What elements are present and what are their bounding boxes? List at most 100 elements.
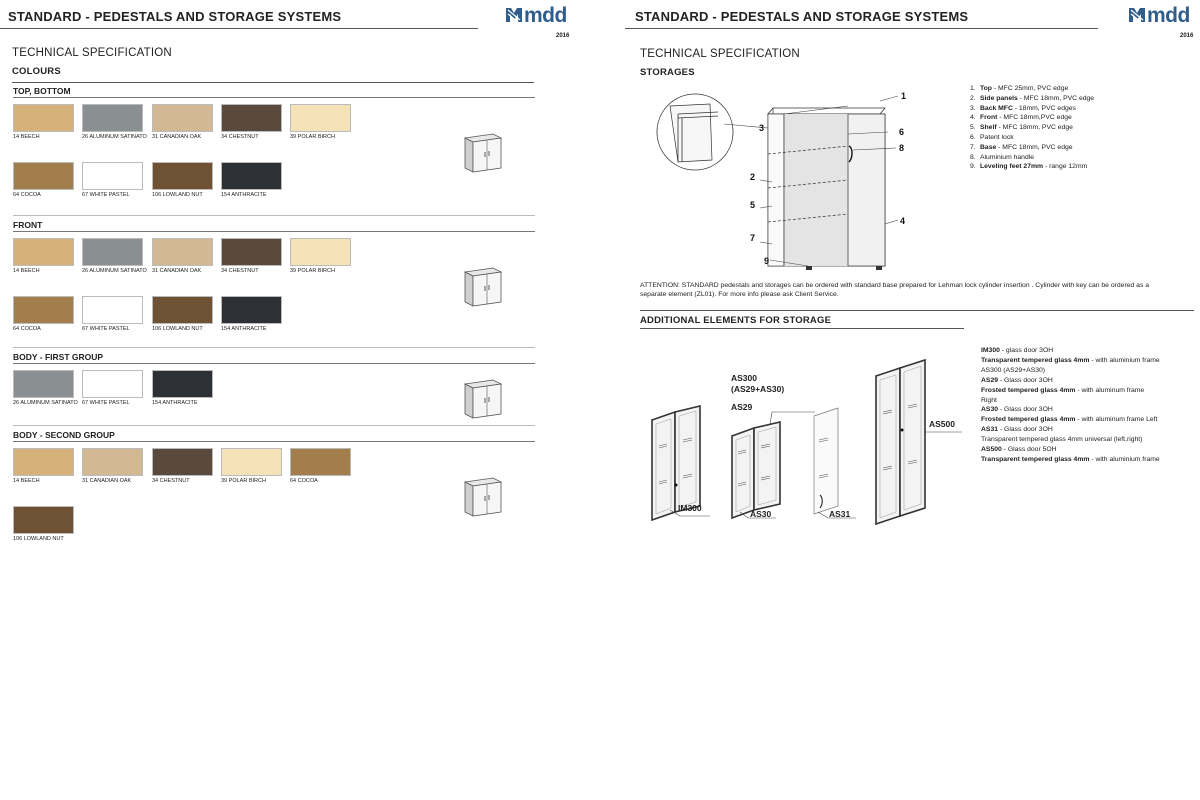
colour-swatch (13, 104, 74, 132)
storage-cabinet-diagram: 1 2 3 4 5 6 7 8 9 (656, 91, 906, 270)
section-rule (13, 363, 535, 364)
spec-heading-right: TECHNICAL SPECIFICATION (640, 48, 800, 60)
colour-swatch (82, 104, 143, 132)
diagram-number-6: 6 (899, 127, 904, 137)
additional-item-bold: AS30 (981, 406, 999, 414)
colour-swatch (290, 104, 351, 132)
swatch-label: 39 POLAR BIRCH (221, 478, 266, 484)
swatch-label: 106 LOWLAND NUT (152, 326, 203, 332)
callout-as31: AS31 (829, 509, 851, 519)
attention-note: ATTENTION: STANDARD pedestals and storag… (640, 282, 1150, 298)
additional-item-text: - Glass door 5OH (1001, 446, 1057, 454)
swatch-label: 64 COCOA (13, 192, 41, 198)
swatch-label: 39 POLAR BIRCH (290, 268, 335, 274)
section-separator (13, 347, 535, 348)
additional-item: AS500 - Glass door 5OH (981, 445, 1161, 455)
additional-item: AS31 - Glass door 3OH (981, 425, 1161, 435)
colour-swatch (152, 448, 213, 476)
spec-part: Leveling feet 27mm (980, 163, 1044, 171)
section-label: TOP, BOTTOM (13, 86, 71, 96)
swatch-label: 26 ALUMINUM SATINATO (82, 134, 147, 140)
colours-subheading: COLOURS (12, 66, 61, 77)
additional-item: Frosted tempered glass 4mm - with alumin… (981, 415, 1161, 425)
colour-swatch (221, 238, 282, 266)
swatch-label: 106 LOWLAND NUT (152, 192, 203, 198)
callout-im300: IM300 (678, 503, 702, 513)
diagram-number-8: 8 (899, 143, 904, 153)
additional-item-bold: AS29 (981, 376, 999, 384)
additional-item-text: - Glass door 3OH (998, 376, 1053, 384)
swatch-label: 154 ANTHRACITE (221, 326, 267, 332)
colour-swatch (290, 448, 351, 476)
heading-rule (12, 82, 534, 83)
swatch-label: 31 CANADIAN OAK (152, 134, 202, 140)
colour-swatch (152, 296, 213, 324)
spec-detail: - 18mm, PVC edges (1012, 104, 1076, 112)
swatch-label: 64 COCOA (290, 478, 318, 484)
colour-swatch (152, 370, 213, 398)
im300-door-drawing (651, 404, 710, 522)
spec-detail: - MFC 18mm, PVC edge (1017, 94, 1095, 102)
additional-item: IM300 - glass door 3OH (981, 346, 1161, 356)
colour-swatch (13, 448, 74, 476)
diagram-number-5: 5 (750, 200, 755, 210)
swatch-label: 34 CHESTNUT (221, 134, 259, 140)
additional-item: Transparent tempered glass 4mm - with al… (981, 455, 1161, 465)
spec-number: 8. (970, 153, 976, 161)
as500-door-drawing (875, 358, 962, 526)
additional-heading: ADDITIONAL ELEMENTS FOR STORAGE (640, 315, 832, 326)
spec-number: 4. (970, 114, 976, 122)
swatch-label: 39 POLAR BIRCH (290, 134, 335, 140)
callout-as29: AS29 (731, 402, 753, 412)
mdd-logo: mdd (505, 4, 567, 28)
mdd-logo-icon (1129, 8, 1145, 23)
section-label: BODY - FIRST GROUP (13, 352, 104, 362)
cabinet-icon (463, 379, 503, 419)
additional-item: AS30 - Glass door 3OH (981, 405, 1161, 415)
swatch-label: 31 CANADIAN OAK (82, 478, 132, 484)
additional-item-text: - glass door 3OH (999, 347, 1054, 354)
logo-text-right: mdd (1147, 4, 1190, 27)
cabinet-icon (463, 477, 503, 517)
additional-elements-list: IM300 - glass door 3OH Transparent temper… (981, 346, 1161, 465)
additional-item-bold: IM300 (981, 347, 1000, 354)
as300-door-drawing (731, 411, 815, 520)
additional-item-bold: Frosted tempered glass 4mm (981, 416, 1076, 424)
colour-swatch (13, 370, 74, 398)
cabinet-icon (463, 133, 503, 173)
additional-rule (640, 328, 964, 329)
spec-part: Shelf (980, 124, 997, 132)
header-rule (0, 28, 478, 29)
diagram-number-3: 3 (759, 123, 764, 133)
swatch-label: 154 ANTHRACITE (152, 400, 198, 406)
spec-detail: Aluminium handle (980, 153, 1035, 161)
swatch-label: 154 ANTHRACITE (221, 192, 267, 198)
colour-swatch (152, 104, 213, 132)
colour-swatch (13, 506, 74, 534)
colour-swatch (82, 296, 143, 324)
spec-part: Back MFC (980, 104, 1013, 112)
left-page: STANDARD - PEDESTALS AND STORAGE SYSTEMS… (0, 4, 570, 542)
spec-detail: Patent lock (980, 133, 1014, 141)
attention-rule (640, 310, 1194, 311)
additional-item-text: AS300 (AS29+AS30) (981, 366, 1046, 374)
page-title-right: STANDARD - PEDESTALS AND STORAGE SYSTEMS (635, 9, 969, 24)
spec-detail: - MFC 18mm, PVC edge (996, 124, 1073, 132)
colour-swatch (82, 238, 143, 266)
additional-item: AS29 - Glass door 3OH (981, 376, 1161, 386)
year-label: 2016 (556, 33, 570, 39)
spec-detail: - MFC 25mm, PVC edge (991, 85, 1069, 92)
spec-item: 3.Back MFC - 18mm, PVC edges (970, 104, 1094, 114)
mdd-logo-icon (506, 8, 522, 23)
spec-item: 7.Base - MFC 18mm, PVC edge (970, 143, 1094, 153)
colour-swatch (82, 448, 143, 476)
spec-part: Top (980, 85, 992, 92)
colour-swatch (152, 162, 213, 190)
spec-detail: - MFC 18mm,PVC edge (997, 114, 1072, 122)
callout-as300-sub: (AS29+AS30) (731, 384, 785, 394)
callout-as500: AS500 (929, 419, 955, 429)
swatch-label: 26 ALUMINUM SATINATO (82, 268, 147, 274)
callout-as300: AS300 (731, 373, 757, 383)
spec-part: Side panels (980, 94, 1018, 102)
